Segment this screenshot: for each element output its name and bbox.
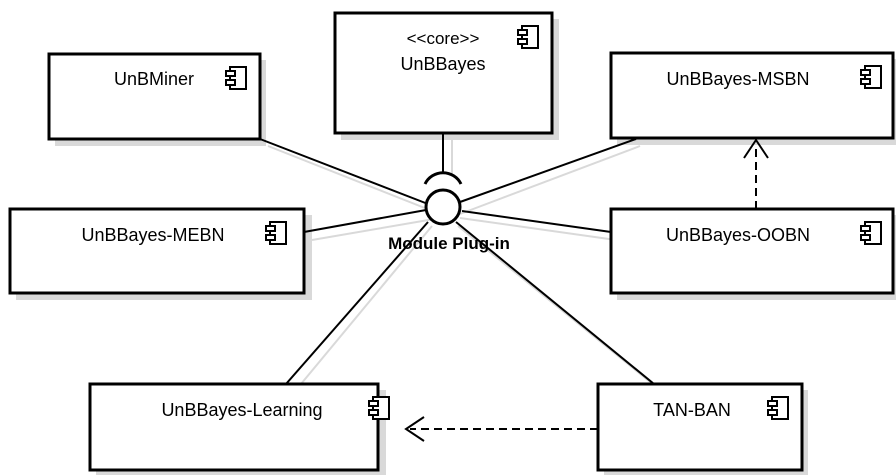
module-plugin-interface[interactable]: [423, 133, 463, 226]
component-unbminer[interactable]: UnBMiner: [47, 52, 266, 146]
core-stereotype: <<core>>: [407, 29, 480, 48]
uml-component-icon: [860, 65, 882, 89]
dependency-tanban-to-learning: [404, 416, 598, 442]
assoc-learning: [285, 221, 429, 385]
dependency-oobn-to-msbn: [743, 138, 769, 209]
learning-name: UnBBayes-Learning: [161, 400, 322, 420]
association-shadows: [267, 134, 661, 391]
uml-component-icon: [225, 66, 247, 90]
assoc-tanban: [455, 221, 655, 385]
unbminer-name: UnBMiner: [114, 69, 194, 89]
lollipop-ball: [424, 188, 462, 226]
assoc-unbminer: [259, 138, 429, 205]
association-lines: [259, 138, 655, 385]
uml-component-icon: [368, 396, 390, 420]
uml-component-icon: [517, 25, 539, 49]
socket: [423, 171, 463, 185]
assoc-msbn: [459, 138, 637, 203]
component-unbbayes-learning[interactable]: UnBBayes-Learning: [88, 382, 390, 475]
assoc-oobn: [461, 210, 612, 233]
uml-component-icon: [767, 396, 789, 420]
core-name: UnBBayes: [400, 54, 485, 74]
assoc-mebn: [303, 209, 427, 233]
oobn-name: UnBBayes-OOBN: [666, 225, 810, 245]
component-tan-ban[interactable]: TAN-BAN: [596, 382, 808, 475]
component-unbbayes-msbn[interactable]: UnBBayes-MSBN: [609, 51, 896, 145]
mebn-name: UnBBayes-MEBN: [81, 225, 224, 245]
interface-label: Module Plug-in: [388, 234, 510, 253]
uml-component-icon: [265, 221, 287, 245]
component-unbbayes-core[interactable]: <<core>> UnBBayes: [333, 11, 559, 140]
uml-component-icon: [860, 221, 882, 245]
msbn-name: UnBBayes-MSBN: [666, 69, 809, 89]
component-unbbayes-mebn[interactable]: UnBBayes-MEBN: [8, 207, 312, 300]
component-unbbayes-oobn[interactable]: UnBBayes-OOBN: [609, 207, 896, 300]
tanban-name: TAN-BAN: [653, 400, 731, 420]
